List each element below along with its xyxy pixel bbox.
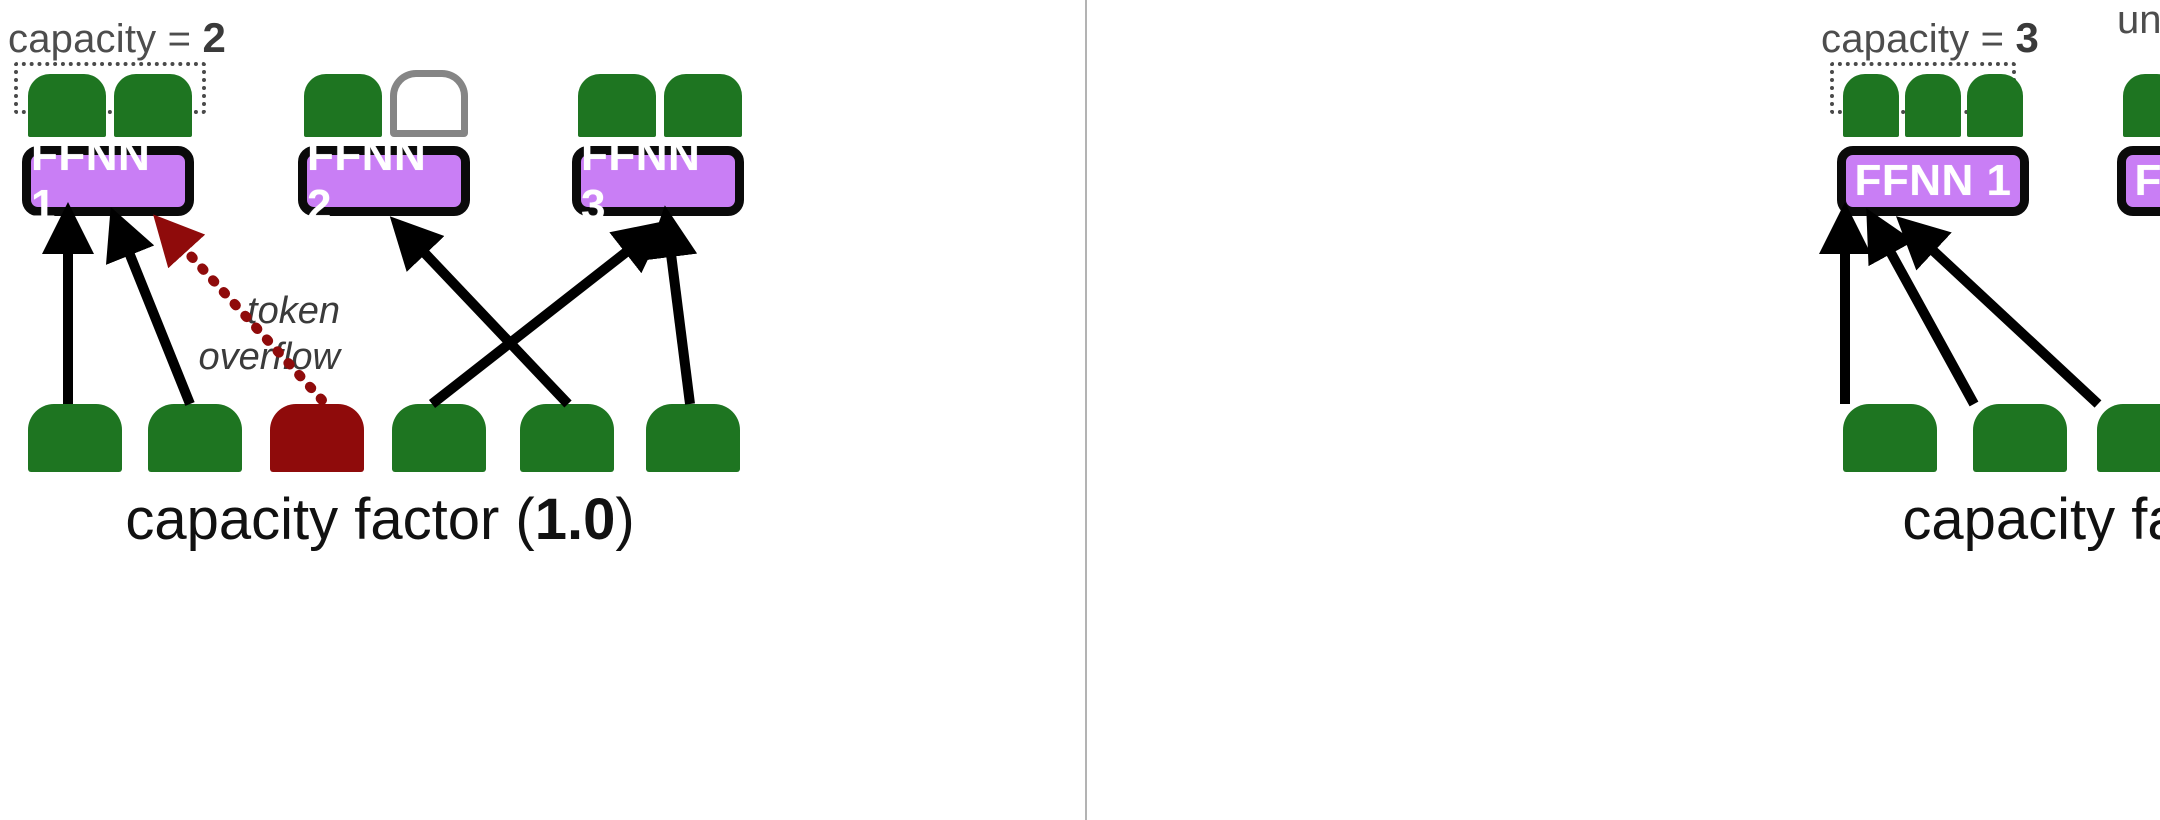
capacity-label-right: capacity = 3 [1821, 14, 2039, 62]
expert-slot-filled [578, 74, 656, 137]
input-token [1973, 404, 2067, 472]
caption-suffix: ) [615, 487, 635, 552]
panel-divider [1085, 0, 1087, 820]
caption-prefix: capacity factor ( [125, 487, 535, 552]
input-token [1843, 404, 1937, 472]
expert-slot-filled [304, 74, 382, 137]
capacity-label-text: capacity = [1821, 17, 2016, 61]
capacity-label-left: capacity = 2 [8, 14, 226, 62]
expert-slot-filled [1967, 74, 2023, 137]
input-token [28, 404, 122, 472]
expert-label: FFNN 3 [581, 131, 701, 230]
panel-capacity-factor-1-5: capacity = 3 unused capacity FFNN 1 FFNN… [1087, 0, 2160, 820]
input-token [520, 404, 614, 472]
expert-slot-filled [1905, 74, 1961, 137]
expert-label: FFNN 2 [307, 131, 427, 230]
expert-ffnn-3[interactable]: FFNN 3 [572, 131, 744, 230]
expert-ffnn-1[interactable]: FFNN 1 [22, 131, 194, 230]
input-token [392, 404, 486, 472]
panel-caption-right: capacity factor (1.5) [1777, 486, 2160, 553]
expert-slot-filled [28, 74, 106, 137]
expert-label: FFNN 1 [1854, 156, 2012, 205]
expert-slot-filled [1843, 74, 1899, 137]
input-token [148, 404, 242, 472]
capacity-bracket-left [14, 62, 206, 114]
expert-slot-filled [114, 74, 192, 137]
capacity-value: 3 [2015, 14, 2040, 61]
token-overflow-annotation: token overflow [198, 290, 341, 379]
expert-ffnn-2[interactable]: FFNN 2 [298, 131, 470, 230]
expert-slot-filled [2123, 74, 2160, 137]
panel-caption-left: capacity factor (1.0) [0, 486, 760, 553]
expert-slot-empty [390, 70, 468, 137]
caption-prefix: capacity factor ( [1902, 487, 2160, 552]
unused-capacity-annotation: unused capacity [2117, 0, 2160, 42]
expert-label: FFNN 1 [31, 131, 151, 230]
capacity-value: 2 [202, 14, 227, 61]
expert-ffnn-1[interactable]: FFNN 1 [1837, 146, 2029, 216]
expert-label: FFNN 2 [2134, 156, 2160, 205]
input-token [2097, 404, 2160, 472]
panel-capacity-factor-1: capacity = 2 FFNN 1 FFNN 2 FFNN 3 token … [0, 14, 760, 553]
capacity-label-text: capacity = [8, 17, 203, 61]
expert-ffnn-2[interactable]: FFNN 2 [2117, 146, 2160, 216]
input-token-overflow [270, 404, 364, 472]
caption-value: 1.0 [534, 487, 616, 552]
input-token [646, 404, 740, 472]
expert-slot-filled [664, 74, 742, 137]
